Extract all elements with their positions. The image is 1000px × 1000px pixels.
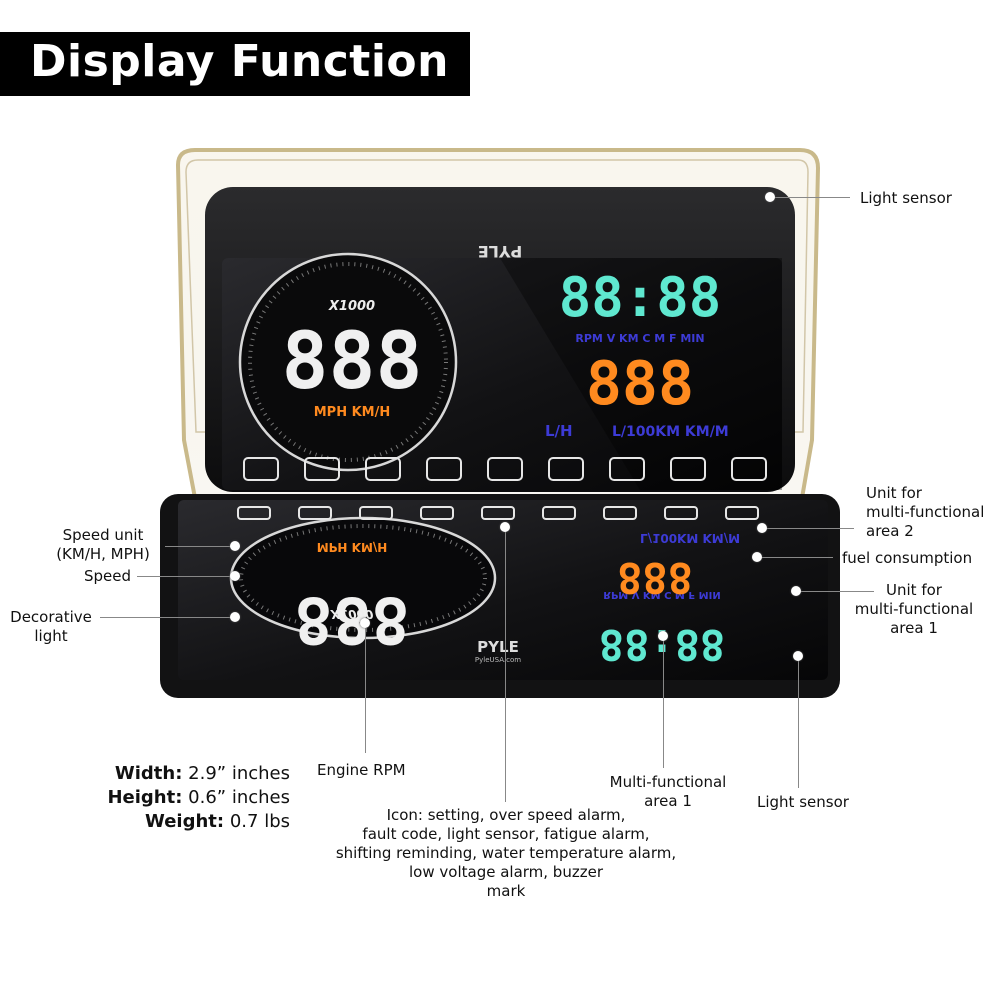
time-digits-bottom: 88:88 (599, 620, 725, 669)
fuel-digits-top: 888 (586, 349, 694, 419)
leader-decorative-light (100, 617, 235, 618)
marker-unit-area2 (757, 523, 767, 533)
leader-multi-area1 (663, 636, 664, 768)
brand-logo-top: PYLE (478, 242, 522, 261)
spec-height: Height: 0.6” inches (107, 787, 290, 808)
leader-light-sensor-top (770, 197, 850, 198)
fuel-unit-rest-top: L/100KM KM/M (612, 424, 729, 440)
label-engine-rpm: Engine RPM (317, 761, 406, 779)
speed-digits-top: 888 (282, 317, 423, 407)
label-light-sensor-bottom: Light sensor (757, 793, 849, 811)
brand-logo-bottom: PYLE (477, 638, 519, 656)
leader-fuel-consumption (757, 557, 833, 558)
area1-units-bottom: RPM V KM C M F MIN (603, 589, 720, 600)
label-light-sensor-top: Light sensor (860, 189, 952, 207)
leader-engine-rpm (365, 623, 366, 753)
fuel-unit-lh-top: L/H (545, 422, 573, 440)
title-bar: Display Function (0, 32, 470, 96)
time-digits-top: 88:88 (559, 266, 722, 329)
leader-icons (505, 527, 506, 802)
label-decorative-light: Decorative light (10, 608, 92, 645)
label-unit-area1: Unit for multi-functional area 1 (854, 581, 974, 637)
leader-light-sensor-bottom (798, 656, 799, 788)
marker-speed (230, 571, 240, 581)
speed-digits-bottom: 888 (294, 582, 410, 656)
rpm-multiplier-bottom: X1000 (330, 607, 374, 621)
leader-speed (137, 576, 235, 577)
label-speed: Speed (84, 567, 132, 585)
upper-display (205, 187, 795, 492)
label-multi-area1: Multi-functional area 1 (609, 773, 727, 810)
marker-light-sensor-bottom (793, 651, 803, 661)
speed-units-bottom: MPH KM/H (317, 540, 388, 554)
marker-light-sensor-top (765, 192, 775, 202)
leader-speed-unit (165, 546, 235, 547)
rpm-multiplier-top: X1000 (328, 299, 375, 314)
speed-units-top: MPH KM/H (314, 405, 391, 420)
leader-unit-area1 (796, 591, 874, 592)
specs-block: Width: 2.9” inches Height: 0.6” inches W… (100, 762, 290, 834)
marker-speed-unit (230, 541, 240, 551)
fuel-digits-bottom: 888 (617, 553, 693, 602)
marker-unit-area1 (791, 586, 801, 596)
spec-width: Width: 2.9” inches (114, 763, 290, 784)
label-icons: Icon: setting, over speed alarm, fault c… (335, 806, 677, 900)
brand-url-bottom: PyleUSA.com (475, 656, 521, 664)
label-speed-unit: Speed unit (KM/H, MPH) (56, 526, 150, 563)
label-unit-area2: Unit for multi-functional area 2 (866, 484, 985, 540)
area1-units-top: RPM V KM C M F MIN (575, 332, 704, 345)
marker-icons (500, 522, 510, 532)
marker-decorative-light (230, 612, 240, 622)
marker-multi-area1 (658, 631, 668, 641)
spec-weight: Weight: 0.7 lbs (145, 811, 290, 832)
page-title: Display Function (30, 36, 449, 87)
fuel-unit-bottom: L/100KM KM/M (640, 531, 740, 545)
marker-engine-rpm (360, 618, 370, 628)
label-fuel-consumption: fuel consumption (842, 549, 973, 567)
marker-fuel-consumption (752, 552, 762, 562)
leader-unit-area2 (762, 528, 854, 529)
